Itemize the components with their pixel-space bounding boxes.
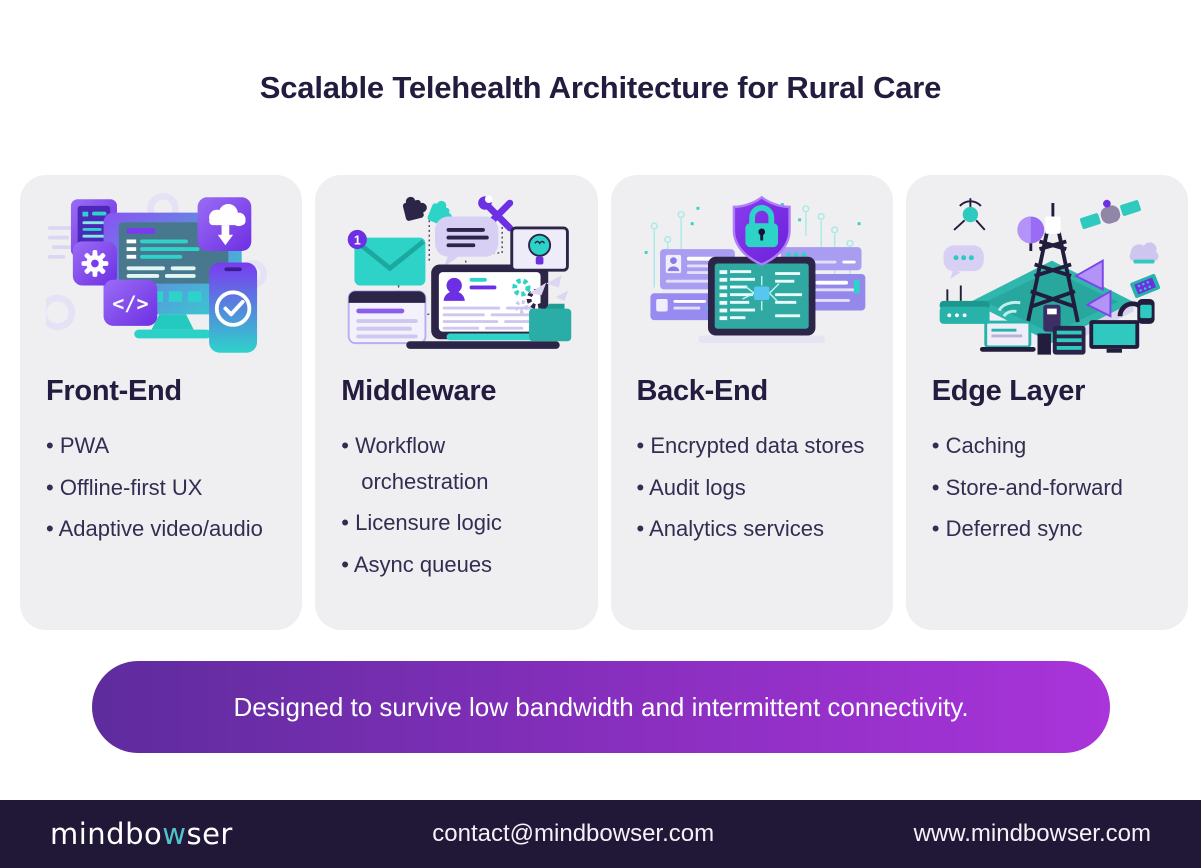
middleware-bullet-list: Workflow orchestration Licensure logic A… bbox=[341, 428, 571, 583]
bullet-item: Adaptive video/audio bbox=[46, 511, 276, 547]
folder-planes-icon bbox=[529, 275, 572, 342]
circuit-dots bbox=[644, 203, 861, 254]
resilience-banner: Designed to survive low bandwidth and in… bbox=[92, 661, 1110, 753]
card-title-front-end: Front-End bbox=[46, 375, 182, 407]
backend-illustration bbox=[637, 189, 867, 361]
edge-illustration bbox=[932, 189, 1162, 361]
satellite-icon-left bbox=[953, 198, 986, 231]
phone-check-icon bbox=[209, 262, 258, 353]
bullet-item: Analytics services bbox=[637, 511, 867, 547]
bullet-item: Licensure logic bbox=[341, 505, 571, 541]
laptop-small-icon bbox=[979, 320, 1036, 352]
bullet-item: Store-and-forward bbox=[932, 470, 1162, 506]
website-url: www.mindbowser.com bbox=[913, 820, 1151, 847]
footer-bar: mindbowser contact@mindbowser.com www.mi… bbox=[0, 800, 1201, 868]
bullet-item: Async queues bbox=[341, 547, 571, 583]
card-title-back-end: Back-End bbox=[636, 375, 769, 407]
browser-window-icon bbox=[347, 290, 427, 345]
middleware-illustration: 1 bbox=[341, 189, 572, 361]
architecture-cards-row: </> Front-End bbox=[20, 175, 1188, 630]
edge-layer-bullet-list: Caching Store-and-forward Deferred sync bbox=[932, 428, 1162, 547]
backend-secure-data-illustration bbox=[644, 195, 865, 344]
bullet-item: PWA bbox=[46, 428, 276, 464]
envelope-notification-icon: 1 bbox=[347, 229, 426, 286]
router-icon bbox=[939, 285, 990, 324]
card-middleware: 1 bbox=[315, 175, 598, 630]
bullet-item: Workflow orchestration bbox=[341, 428, 571, 499]
laptop-data-icon bbox=[697, 256, 825, 344]
lightbulb-frame-icon bbox=[510, 226, 570, 272]
server-stack-icon bbox=[1037, 325, 1086, 355]
chat-bubble-icon bbox=[435, 216, 499, 268]
wifi-icon bbox=[997, 300, 1021, 318]
banner-text: Designed to survive low bandwidth and in… bbox=[233, 691, 969, 722]
smartwatch-icon bbox=[1117, 298, 1155, 324]
page-title: Scalable Telehealth Architecture for Rur… bbox=[259, 70, 942, 105]
code-tile-icon: </> bbox=[103, 279, 158, 326]
contact-email: contact@mindbowser.com bbox=[432, 820, 715, 847]
cloud-download-icon bbox=[197, 197, 252, 252]
speed-lines bbox=[47, 226, 77, 259]
frontend-devices-illustration: </> bbox=[46, 192, 268, 353]
cell-tower-icon bbox=[1017, 203, 1112, 332]
bullet-item: Encrypted data stores bbox=[637, 428, 867, 464]
card-title-middleware: Middleware bbox=[341, 375, 497, 407]
satellite-icon-right bbox=[1079, 199, 1141, 230]
shield-lock-icon bbox=[732, 195, 791, 266]
bullet-item: Audit logs bbox=[637, 470, 867, 506]
frontend-illustration: </> bbox=[46, 189, 276, 361]
svg-text:</>: </> bbox=[112, 291, 148, 315]
card-back-end: Back-End Encrypted data stores Audit log… bbox=[610, 175, 893, 630]
card-front-end: </> Front-End bbox=[20, 175, 303, 630]
bullet-item: Offline-first UX bbox=[46, 470, 276, 506]
card-edge-layer: Edge Layer Caching Store-and-forward Def… bbox=[905, 175, 1188, 630]
front-end-bullet-list: PWA Offline-first UX Adaptive video/audi… bbox=[46, 428, 276, 547]
svg-text:1: 1 bbox=[354, 233, 361, 247]
bullet-item: Deferred sync bbox=[932, 511, 1162, 547]
chip-icon bbox=[1129, 273, 1160, 299]
back-end-bullet-list: Encrypted data stores Audit logs Analyti… bbox=[637, 428, 867, 547]
mindbowser-logo: mindbowser bbox=[50, 817, 233, 851]
logo-text-part1: mindbo bbox=[50, 817, 163, 851]
cloud-icon bbox=[1129, 242, 1159, 264]
logo-text-part2: ser bbox=[186, 817, 233, 851]
bullet-item: Caching bbox=[932, 428, 1162, 464]
middleware-workflow-illustration: 1 bbox=[347, 195, 572, 349]
card-title-edge-layer: Edge Layer bbox=[931, 375, 1086, 407]
edge-connectivity-illustration bbox=[939, 198, 1160, 355]
monitor-small-icon bbox=[1089, 320, 1139, 353]
gear-tile-icon bbox=[72, 241, 117, 286]
chat-bubble-dots-icon bbox=[943, 245, 984, 279]
data-card-left-lower bbox=[649, 293, 723, 321]
logo-accent-letter: w bbox=[162, 817, 187, 851]
